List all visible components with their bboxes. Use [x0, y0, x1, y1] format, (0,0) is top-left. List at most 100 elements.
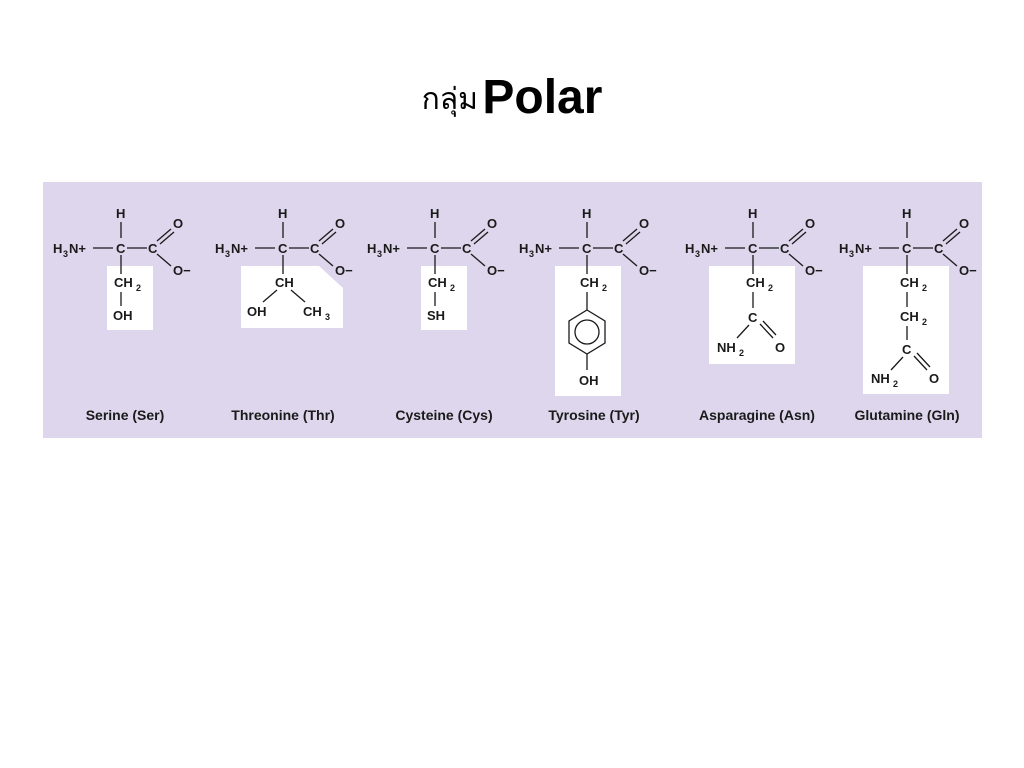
carboxylate-o-label: O−	[487, 263, 505, 278]
serine-structure: H H 3 N+ C C O O− CH 2 OH Serine (Ser)	[53, 206, 191, 423]
threonine-structure: H H 3 N+ C C O O− CH OH CH 3 Threonine (…	[215, 206, 353, 423]
oh-label: OH	[247, 304, 267, 319]
bond-line	[318, 228, 334, 242]
carboxylate-o-label: O−	[335, 263, 353, 278]
ch-label: CH	[746, 275, 765, 290]
cysteine-side-chain-box	[421, 266, 467, 330]
alpha-c-label: C	[582, 241, 592, 256]
slide-title: กลุ่ม Polar	[0, 70, 1024, 125]
bond-line	[625, 231, 641, 245]
h3n-nplus: N+	[535, 241, 552, 256]
h3n-h: H	[685, 241, 694, 256]
carboxyl-c-label: C	[934, 241, 944, 256]
threonine-side-chain-box	[241, 266, 343, 328]
ch-label: CH	[303, 304, 322, 319]
h3n-sub: 3	[849, 249, 854, 259]
bond-line	[473, 231, 489, 245]
ch-label: CH	[580, 275, 599, 290]
nh-label: NH	[871, 371, 890, 386]
asparagine-side-chain-box	[709, 266, 795, 364]
carboxyl-c-label: C	[310, 241, 320, 256]
bond-line	[470, 253, 486, 267]
ch-label: CH	[900, 309, 919, 324]
carboxylate-o-label: O−	[805, 263, 823, 278]
amino-acid-name: Glutamine (Gln)	[855, 407, 960, 423]
asparagine-structure: H H 3 N+ C C O O− CH 2 C O NH 2 Asparagi…	[685, 206, 823, 423]
alpha-c-label: C	[902, 241, 912, 256]
carboxyl-c-label: C	[462, 241, 472, 256]
h3n-sub: 3	[529, 249, 534, 259]
h3n-h: H	[839, 241, 848, 256]
glutamine-side-chain-box	[863, 266, 949, 394]
sub-two: 2	[602, 283, 607, 293]
h3n-h: H	[53, 241, 62, 256]
h3n-sub: 3	[377, 249, 382, 259]
carboxyl-c-label: C	[614, 241, 624, 256]
h3n-h: H	[215, 241, 224, 256]
nh-label: NH	[717, 340, 736, 355]
h3n-h: H	[367, 241, 376, 256]
carboxyl-c-label: C	[780, 241, 790, 256]
cysteine-structure: H H 3 N+ C C O O− CH 2 SH Cysteine (Cys)	[367, 206, 505, 423]
ch-label: CH	[275, 275, 294, 290]
bond-line	[916, 352, 931, 368]
serine-side-chain-box	[107, 266, 153, 330]
h3n-nplus: N+	[231, 241, 248, 256]
bond-line	[791, 231, 807, 245]
amino-acid-name: Cysteine (Cys)	[395, 407, 492, 423]
sub-two: 2	[922, 317, 927, 327]
carboxylate-o-label: O−	[959, 263, 977, 278]
amino-acid-name: Asparagine (Asn)	[699, 407, 815, 423]
carbonyl-o-label: O	[487, 216, 497, 231]
h3n-nplus: N+	[701, 241, 718, 256]
carbonyl-o-label: O	[959, 216, 969, 231]
bond-line	[736, 324, 750, 339]
carbonyl-o-label: O	[335, 216, 345, 231]
glutamine-structure: H H 3 N+ C C O O− CH 2 CH 2 C O NH 2 Glu…	[839, 206, 977, 423]
amino-acid-name: Threonine (Thr)	[231, 407, 334, 423]
bond-line	[759, 323, 774, 339]
alpha-h-label: H	[902, 206, 911, 221]
carbonyl-o-label: O	[639, 216, 649, 231]
bond-line	[942, 253, 958, 267]
h3n-h: H	[519, 241, 528, 256]
bond-line	[290, 289, 306, 303]
carbonyl-o-label: O	[805, 216, 815, 231]
structures-svg: H H 3 N+ C C O O− CH 2 OH Serine (Ser) H…	[53, 206, 977, 423]
bond-line	[156, 253, 172, 267]
amide-o-label: O	[929, 371, 939, 386]
amide-c-label: C	[748, 310, 758, 325]
bond-line	[788, 253, 804, 267]
oh-label: OH	[579, 373, 599, 388]
sub-two: 2	[893, 379, 898, 389]
bond-line	[156, 228, 172, 242]
tyrosine-structure: H H 3 N+ C C O O− CH 2 OH Tyrosine (Tyr)	[519, 206, 657, 423]
sub-three: 3	[325, 312, 330, 322]
amino-acid-name: Serine (Ser)	[86, 407, 165, 423]
bond-line	[913, 355, 928, 371]
sub-two: 2	[768, 283, 773, 293]
sub-two: 2	[136, 283, 141, 293]
bond-line	[321, 231, 337, 245]
sub-two: 2	[739, 348, 744, 358]
sub-two: 2	[450, 283, 455, 293]
ch-label: CH	[428, 275, 447, 290]
carboxyl-c-label: C	[148, 241, 158, 256]
bond-line	[890, 356, 904, 371]
h3n-sub: 3	[63, 249, 68, 259]
bond-line	[945, 231, 961, 245]
alpha-h-label: H	[278, 206, 287, 221]
title-thai-text: กลุ่ม	[421, 82, 478, 117]
sh-label: SH	[427, 308, 445, 323]
alpha-c-label: C	[430, 241, 440, 256]
bond-line	[762, 320, 777, 336]
bond-line	[262, 289, 278, 303]
bond-line	[622, 253, 638, 267]
carboxylate-o-label: O−	[639, 263, 657, 278]
amino-acid-panel: H H 3 N+ C C O O− CH 2 OH Serine (Ser) H…	[43, 182, 982, 438]
bond-line	[318, 253, 334, 267]
amide-o-label: O	[775, 340, 785, 355]
alpha-h-label: H	[116, 206, 125, 221]
h3n-nplus: N+	[383, 241, 400, 256]
h3n-sub: 3	[695, 249, 700, 259]
